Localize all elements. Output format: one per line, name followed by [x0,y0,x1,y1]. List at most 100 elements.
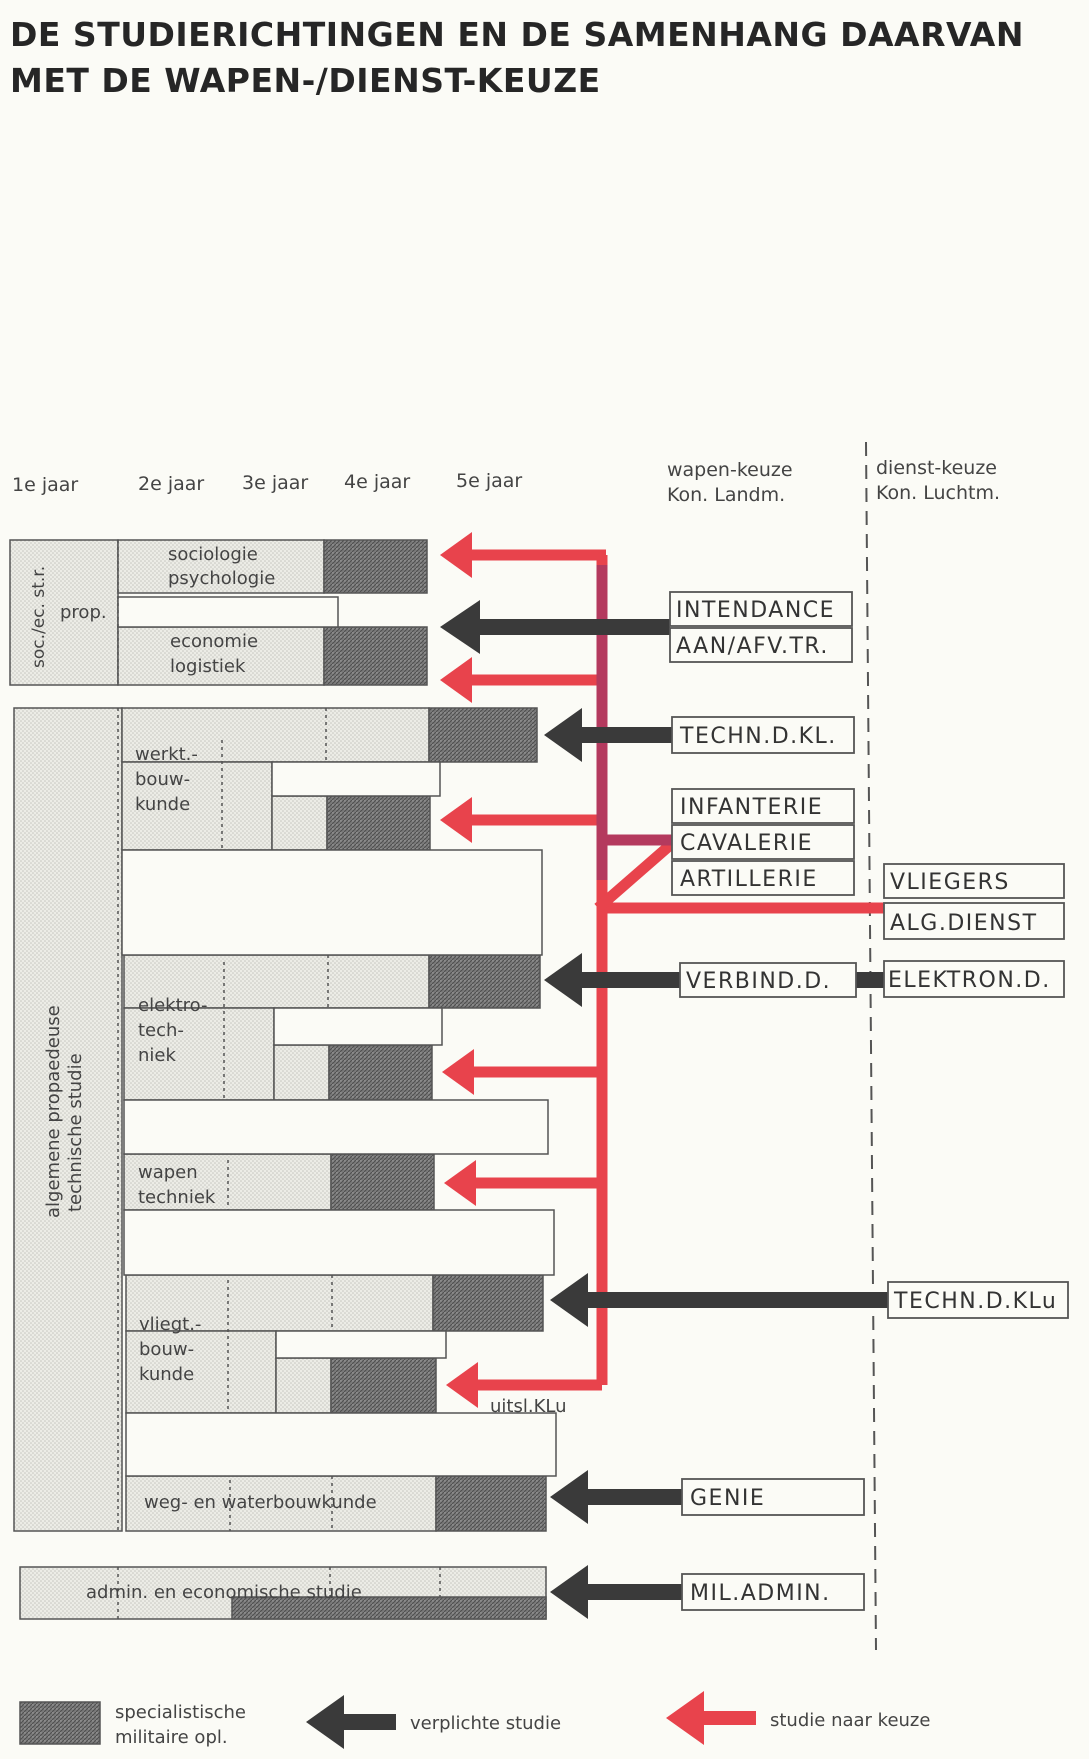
legend-spec-1: specialistische [115,1702,246,1723]
elektro-spec-bottom [328,1044,433,1101]
legend-spec-2: militaire opl. [115,1727,228,1748]
prop-label: prop. [60,602,107,623]
logistiek-label: logistiek [170,656,246,677]
box-verbind [679,962,857,998]
technical-frame [13,707,123,1532]
box-vliegers-label: VLIEGERS [890,870,1010,895]
legend-keuze-label: studie naar keuze [770,1710,930,1731]
header-year-4: 4e jaar [344,471,410,493]
wapen-spec [330,1153,435,1211]
legend-hatch-swatch [19,1701,101,1745]
prop-gap [117,596,339,628]
sociologie-label: sociologie [168,544,258,565]
box-mil-admin-label: MIL.ADMIN. [690,1581,831,1606]
header-wapen-2: Kon. Landm. [667,484,785,506]
werkt-label-2: bouw- [135,769,190,790]
title-line-2: MET DE WAPEN-/DIENST-KEUZE [10,61,601,100]
page-title: DE STUDIERICHTINGEN EN DE SAMENHANG DAAR… [10,12,1080,104]
box-genie-label: GENIE [690,1486,765,1511]
admin-block [19,1566,547,1620]
box-infanterie [671,788,855,824]
box-artillerie [671,860,855,896]
vliegt-spec-bottom [330,1357,437,1414]
red-arrowheads [440,532,478,1408]
werkt-spec-top [428,707,538,763]
legend: specialistische militaire opl. verplicht… [19,1691,930,1749]
vliegt-label-2: bouw- [139,1339,194,1360]
weg-spec [435,1475,547,1532]
admin-label: admin. en economische studie [86,1582,362,1603]
box-intendance [669,591,853,627]
box-artillerie-label: ARTILLERIE [680,867,818,892]
wapen-label-2: techniek [138,1187,216,1208]
soc-ec-frame [9,539,119,686]
box-alg-dienst-label: ALG.DIENST [890,911,1038,936]
dark-arrowheads [440,600,588,1619]
arrow-genie [550,1470,588,1524]
soc-side-label: soc./ec. st.r. [29,566,49,668]
admin-spec-block [231,1596,547,1620]
header-year-2: 2e jaar [138,473,204,495]
werkt-label-3: kunde [135,794,190,815]
box-mil-admin [681,1573,865,1611]
box-elektron [883,960,1065,998]
box-vliegers [883,863,1065,899]
economie-label: economie [170,631,258,652]
arrow-wapen [444,1160,476,1206]
sociologie-spec-block [323,539,428,594]
arrow-techn-klu [550,1273,588,1327]
verplicht-connectors [468,619,888,1600]
column-headers: 1e jaar 2e jaar 3e jaar 4e jaar 5e jaar … [12,457,1000,506]
choice-boxes [669,591,1069,1611]
header-dienst-2: Kon. Luchtm. [876,482,1000,504]
werkt-spec-bottom [326,795,431,851]
box-techn-klu-label: TECHN.D.KLu [893,1289,1057,1314]
elektro-label-3: niek [138,1045,176,1066]
arrow-verbind [544,953,582,1007]
psychologie-label: psychologie [168,568,275,589]
title-line-1: DE STUDIERICHTINGEN EN DE SAMENHANG DAAR… [10,15,1024,54]
technical-gaps [121,761,557,1477]
vliegt-label-1: vliegt.- [139,1314,201,1335]
header-year-3: 3e jaar [242,472,308,494]
economie-spec-block [323,626,428,686]
header-wapen-1: wapen-keuze [667,459,793,481]
arrow-werkt [440,797,472,843]
legend-keuze-arrow [666,1691,704,1745]
arrow-mil-admin [550,1565,588,1619]
box-cavalerie [671,824,855,860]
weg-label: weg- en waterbouwkunde [144,1492,377,1513]
technical-side-label-1: algemene propaedeuse [43,1005,64,1218]
technical-block [13,707,547,1532]
arrow-elektro [442,1049,474,1095]
year-separators [117,708,333,1531]
elektro-label-1: elektro- [138,995,207,1016]
arrow-techn-kl [544,708,582,762]
header-dienst-1: dienst-keuze [876,457,997,479]
box-aanafv [669,627,853,663]
box-alg-dienst [883,902,1065,940]
arrow-sociologie [440,532,472,578]
box-aanafv-label: AAN/AFV.TR. [676,634,829,659]
keuze-separator [865,441,877,1651]
elektro-spec-top [428,954,541,1009]
wapen-label-1: wapen [138,1162,198,1183]
legend-verplicht-label: verplichte studie [410,1713,561,1734]
box-genie [681,1478,865,1516]
header-year-1: 1e jaar [12,474,78,496]
header-year-5: 5e jaar [456,470,522,492]
technical-side-label-2: technische studie [65,1053,86,1212]
soc-ec-block [9,539,428,686]
box-techn-klu [887,1281,1069,1319]
uitsl-klu-label: uitsl.KLu [490,1396,567,1417]
box-techn-kl [671,716,855,754]
arrow-intendance [440,600,480,654]
box-cavalerie-label: CAVALERIE [680,831,813,856]
arrow-vliegt [446,1362,478,1408]
box-intendance-label: INTENDANCE [676,598,835,623]
arrow-economie [440,657,472,703]
box-infanterie-label: INFANTERIE [680,795,823,820]
vliegt-spec-top [432,1274,544,1332]
box-elektron-label: ELEKTRON.D. [888,968,1051,993]
